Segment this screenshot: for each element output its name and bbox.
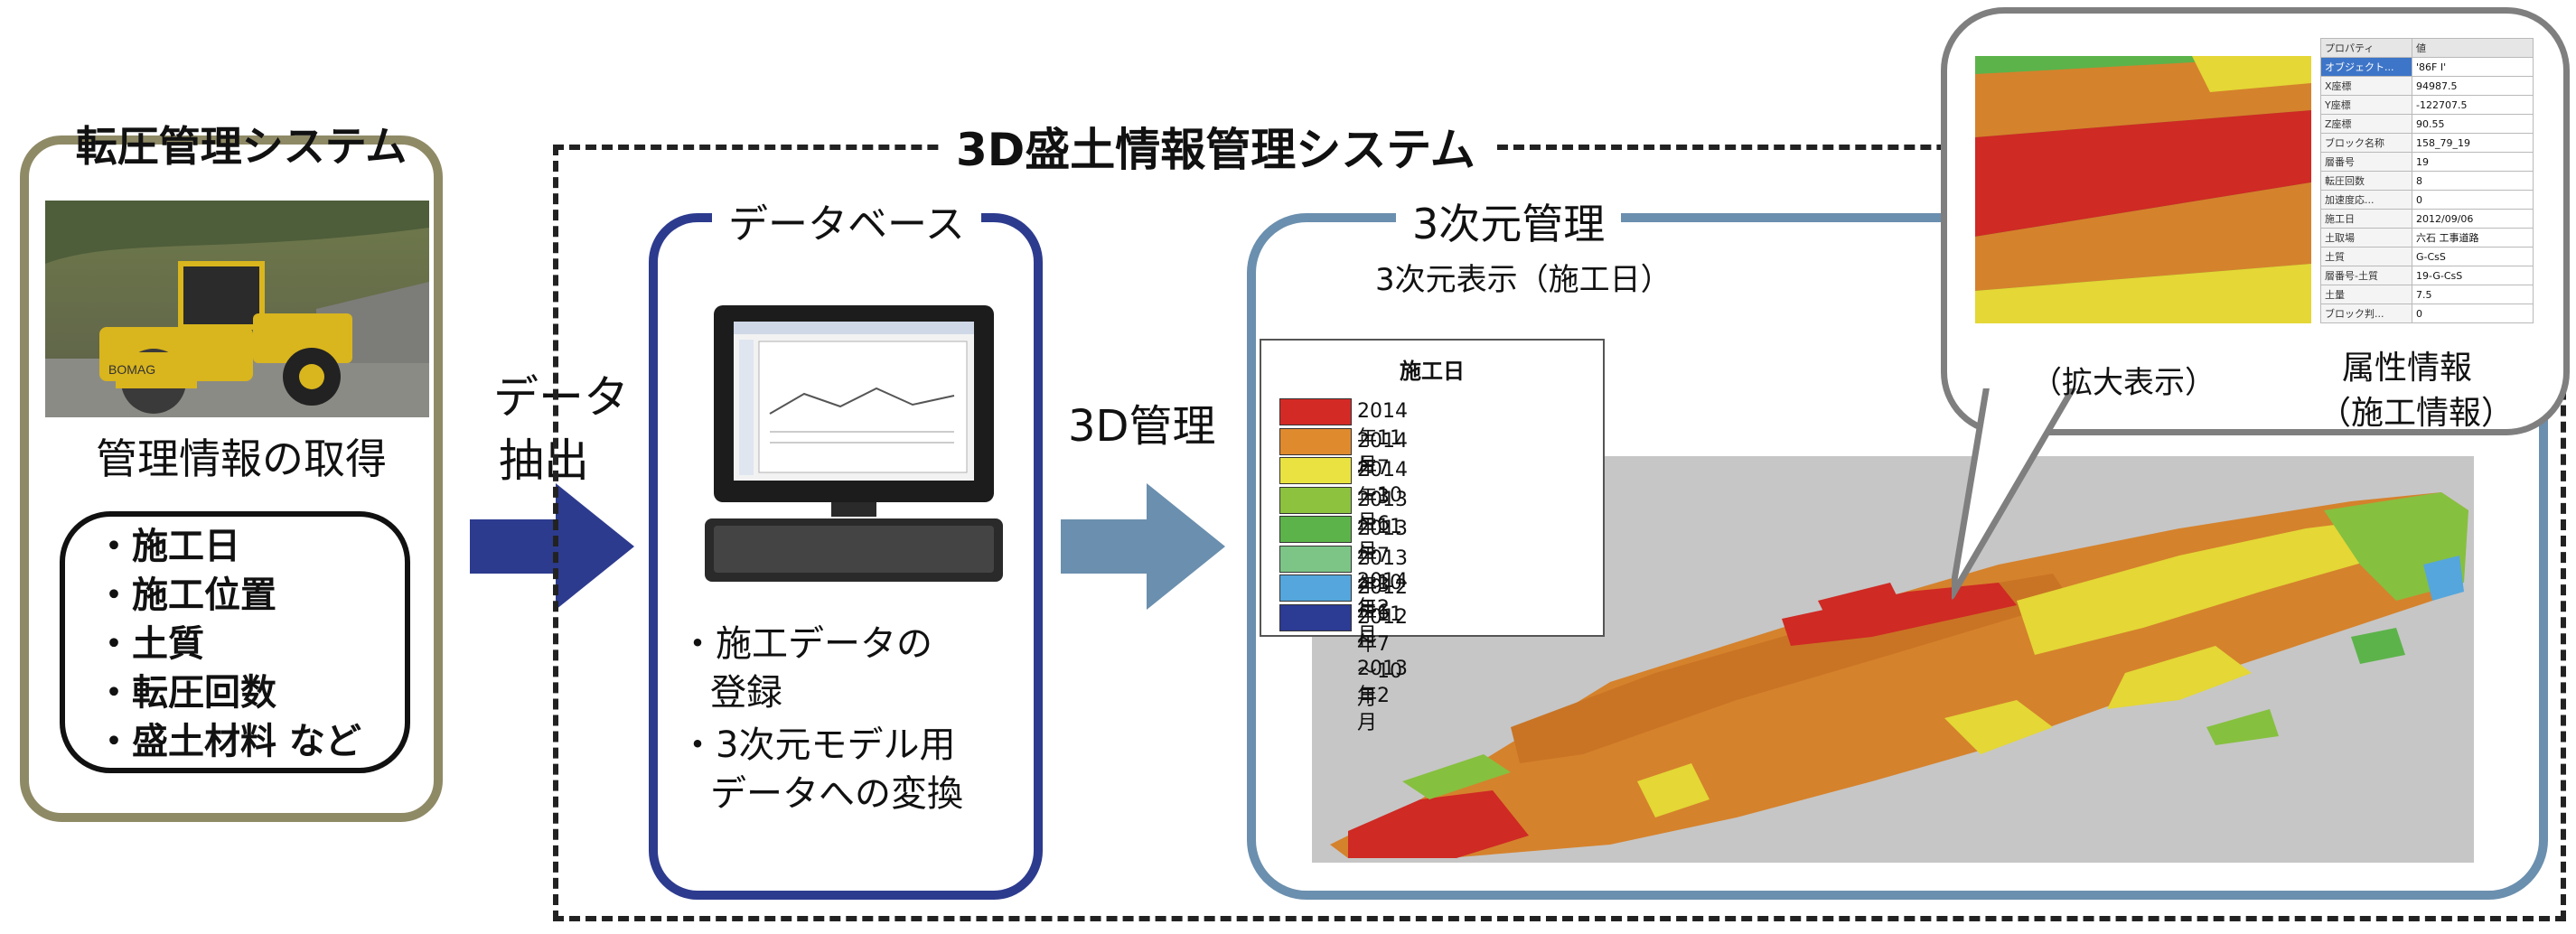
attribute-value: '86F I' — [2412, 57, 2534, 77]
left-item-construction-position: ・施工位置 — [96, 574, 276, 616]
attribute-value: G-CsS — [2412, 247, 2534, 266]
management-info-heading: 管理情報の取得 — [96, 434, 387, 483]
attribute-key: ブロック判... — [2320, 304, 2412, 323]
attribute-value: 六石 工事道路 — [2412, 228, 2534, 248]
legend-swatch — [1279, 603, 1352, 631]
legend-label: 2013年3～6月 — [1357, 546, 1408, 651]
attribute-key: ブロック名称 — [2320, 133, 2412, 153]
legend-swatch — [1279, 516, 1352, 543]
legend-label: 2013年7～10月 — [1357, 518, 1408, 621]
attribute-key: 土取場 — [2320, 228, 2412, 248]
attribute-header-cell: 値 — [2412, 38, 2534, 58]
zoomed-terrain-view — [1975, 56, 2311, 323]
legend-swatch — [1279, 427, 1352, 455]
computer-icon — [705, 305, 1003, 582]
legend-label: 2014年3～6月 — [1357, 459, 1408, 563]
attribute-value: 2012/09/06 — [2412, 209, 2534, 229]
legend-label: 2013年11～2014年2月 — [1357, 488, 1408, 647]
attribute-value: 94987.5 — [2412, 76, 2534, 96]
mgmt3d-subtitle: 3次元表示（施工日） — [1375, 262, 1672, 298]
table-row[interactable]: 土取場六石 工事道路 — [2320, 228, 2534, 248]
attribute-key: Z座標 — [2320, 114, 2412, 134]
db-item-conversion-line2: データへの変換 — [710, 773, 963, 815]
data-extract-label-2: 抽出 — [499, 434, 589, 487]
legend-title: 施工日 — [1400, 359, 1465, 384]
legend-label: 2014年7～10月 — [1357, 429, 1408, 534]
attribute-key: 土量 — [2320, 285, 2412, 304]
mgmt3d-title: 3次元管理 — [1396, 191, 1622, 251]
svg-text:BOMAG: BOMAG — [108, 362, 155, 377]
legend-swatch — [1279, 545, 1352, 573]
legend-swatch — [1279, 486, 1352, 514]
callout-pointer — [1952, 379, 2087, 600]
legend-swatch — [1279, 457, 1352, 484]
attribute-value: 19 — [2412, 152, 2534, 172]
mgmt3d-label: 3D管理 — [1068, 401, 1216, 452]
attribute-value: 19-G-CsS — [2412, 266, 2534, 285]
table-row[interactable]: Y座標-122707.5 — [2320, 95, 2534, 115]
attribute-key: 層番号-土質 — [2320, 266, 2412, 285]
items-bracket — [60, 511, 410, 773]
extract-arrow-icon — [470, 483, 634, 610]
attribute-key: 施工日 — [2320, 209, 2412, 229]
legend-label: 2012年11～2013年2月 — [1357, 576, 1408, 734]
legend-swatch — [1279, 574, 1352, 602]
attribute-key: 転圧回数 — [2320, 171, 2412, 191]
attribute-header-row: プロパティ値 — [2320, 38, 2534, 58]
attribute-value: 90.55 — [2412, 114, 2534, 134]
attribute-info-title: 属性情報 — [2342, 350, 2473, 387]
data-extract-label-1: データ — [493, 371, 629, 424]
left-item-soil-type: ・土質 — [96, 623, 204, 665]
attribute-key: X座標 — [2320, 76, 2412, 96]
fill-info-system-frame — [553, 145, 2566, 921]
attribute-value: 0 — [2412, 304, 2534, 323]
zoom-label: （拡大表示） — [2031, 365, 2215, 401]
roller-machine: BOMAG — [99, 261, 352, 414]
fill-info-system-title: 3D盛土情報管理システム — [940, 114, 1492, 179]
legend-swatch — [1279, 398, 1352, 425]
attribute-key: 土質 — [2320, 247, 2412, 266]
attribute-info-subtitle: （施工情報） — [2318, 395, 2515, 432]
attribute-key: 層番号 — [2320, 152, 2412, 172]
compaction-system-title: 転圧管理システム — [75, 122, 407, 171]
table-row[interactable]: ブロック判...0 — [2320, 304, 2534, 323]
attribute-key: Y座標 — [2320, 95, 2412, 115]
legend-label: 2012年7～10月 — [1357, 605, 1408, 710]
attribute-value: -122707.5 — [2412, 95, 2534, 115]
legend-label: 2014年11月 — [1357, 400, 1408, 477]
attribute-key: 加速度応... — [2320, 190, 2412, 210]
database-title: データベース — [712, 191, 981, 249]
attribute-value: 0 — [2412, 190, 2534, 210]
table-row[interactable]: 加速度応...0 — [2320, 190, 2534, 210]
left-item-construction-date: ・施工日 — [96, 526, 240, 567]
attribute-value: 158_79_19 — [2412, 133, 2534, 153]
left-item-compaction-count: ・転圧回数 — [96, 672, 276, 714]
attribute-value: 8 — [2412, 171, 2534, 191]
roller-photo: BOMAG — [45, 201, 429, 417]
mgmt-arrow-icon — [1061, 483, 1225, 610]
db-item-registration-line1: ・施工データの — [679, 623, 932, 665]
attribute-value: 7.5 — [2412, 285, 2534, 304]
attribute-key: オブジェクト... — [2320, 57, 2412, 77]
table-row[interactable]: オブジェクト...'86F I' — [2320, 57, 2534, 77]
terrain-3d-model — [1330, 492, 2468, 858]
attribute-header-cell: プロパティ — [2320, 38, 2412, 58]
db-item-conversion-line1: ・3次元モデル用 — [679, 724, 956, 766]
left-item-fill-material: ・盛土材料 など — [96, 721, 361, 762]
db-item-registration-line2: 登録 — [710, 672, 782, 714]
